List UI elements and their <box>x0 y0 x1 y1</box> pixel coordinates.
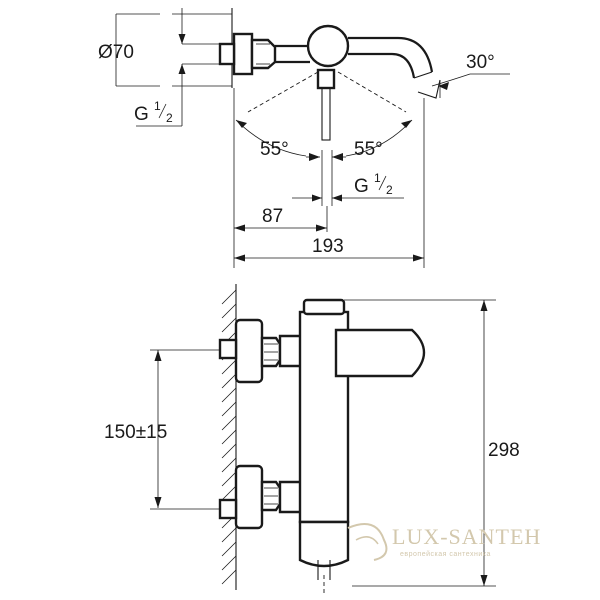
top-view <box>218 8 441 141</box>
top-swing-left <box>247 71 319 113</box>
dim-angle-right: 55° <box>332 119 413 161</box>
wall-hatch <box>221 289 237 585</box>
watermark-logo: LUX-SANTEH европейская сантехника <box>347 523 541 561</box>
top-spout-inner <box>348 52 416 79</box>
handle-cap <box>302 298 346 316</box>
dim-angle-left: 55° <box>235 119 320 161</box>
watermark-brand: LUX-SANTEH <box>392 524 541 549</box>
dim-offset-label: 87 <box>262 206 283 227</box>
dim-angle-spout: 30° <box>431 52 510 98</box>
dim-total-length-label: 193 <box>312 236 344 257</box>
dim-thread-center: G 1 2 <box>292 150 404 206</box>
dim-offset: 87 <box>233 88 328 268</box>
dim-thread-center-num: 1 <box>374 171 381 185</box>
watermark-tagline: европейская сантехника <box>400 550 491 558</box>
dim-spacing: 150±15 <box>104 349 220 510</box>
top-connector <box>218 42 236 66</box>
top-spout-outer <box>348 36 434 73</box>
dim-thread-center-main: G <box>354 176 369 197</box>
top-escutcheon <box>232 32 254 76</box>
top-lever-base <box>316 68 336 90</box>
upper-inlet <box>218 338 238 360</box>
bottom-diverter <box>298 520 350 568</box>
dim-angle-left-label: 55° <box>260 139 289 160</box>
dim-thread-left: G 1 2 <box>134 8 220 127</box>
lower-escutcheon <box>234 464 264 530</box>
lever-knob <box>334 328 426 378</box>
dim-thread-left-den: 2 <box>166 111 173 125</box>
top-mixer-body <box>306 24 350 68</box>
dim-diameter: Ø70 <box>98 13 232 87</box>
dim-height: 298 <box>344 299 520 587</box>
dim-height-label: 298 <box>488 440 520 461</box>
dim-total-length: 193 <box>234 98 425 268</box>
front-view <box>218 284 426 596</box>
dim-angle-right-label: 55° <box>354 139 383 160</box>
dim-angle-spout-label: 30° <box>466 52 495 73</box>
dim-thread-left-main: G <box>134 104 149 125</box>
dim-thread-left-num: 1 <box>154 99 161 113</box>
lower-inlet <box>218 498 238 520</box>
dim-thread-center-den: 2 <box>386 183 393 197</box>
dim-spacing-label: 150±15 <box>104 422 167 443</box>
top-swing-right <box>337 71 407 113</box>
top-lever <box>321 87 331 141</box>
upper-escutcheon <box>234 318 264 384</box>
dim-diameter-label: Ø70 <box>98 42 134 63</box>
